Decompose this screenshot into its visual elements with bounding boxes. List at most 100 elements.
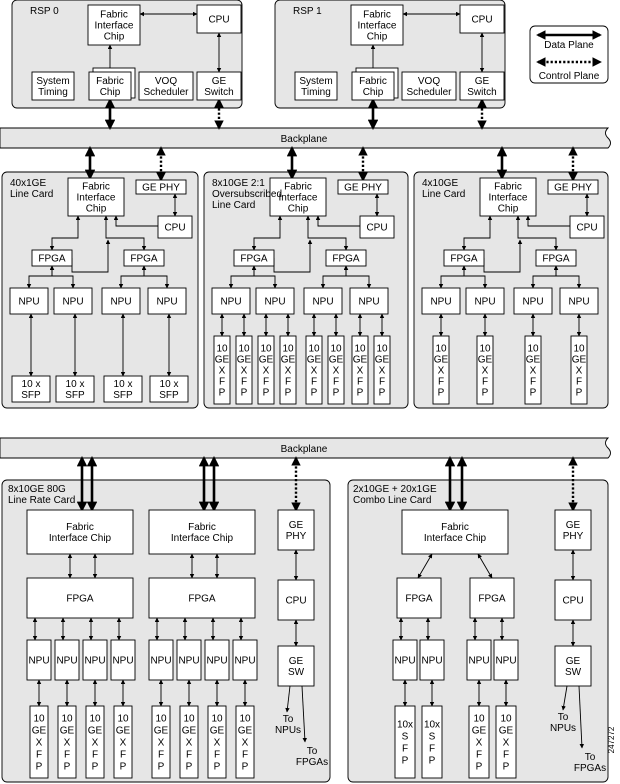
line-card-bottom-1-fpga-1 (469, 577, 515, 619)
line-card-top-1-fabric-interface-chip-label-line: Interface (279, 193, 318, 204)
backplane-top (0, 127, 611, 149)
line-card-bottom-1-fic-fpga-link-1 (477, 553, 493, 579)
line-card-bottom-1-port-0-label-line: F (402, 744, 408, 755)
line-card-top-1-xfp-4-label-line: P (311, 388, 318, 399)
line-card-bottom-0-npu-1-label: NPU (56, 656, 77, 667)
line-card-bottom-1-ge-sw-label-line: SW (565, 667, 582, 678)
line-card-bottom-1-port-2 (468, 705, 490, 779)
line-card-top-1-xfp-5-label-line: GE (329, 355, 344, 366)
line-card-bottom-1-to-fpgas-label-line: To (585, 752, 596, 763)
line-card-top-0-npu-3 (147, 287, 187, 315)
line-card-bottom-0-ge-phy-label-line: PHY (286, 531, 307, 542)
backplane-top-label-line: Backplane (281, 134, 328, 145)
line-card-top-0-npu-0-label: NPU (18, 297, 39, 308)
rsp-0-fabric-chip-label-line: Chip (100, 87, 121, 98)
line-card-bottom-1-npu-1-label-line: NPU (421, 656, 442, 667)
line-card-top-0-npu-3-label: NPU (156, 297, 177, 308)
line-card-bottom-0-xfp-4-label-line: X (158, 738, 165, 749)
line-card-top-1-xfp-2-label-line: X (263, 366, 270, 377)
line-card-bottom-1-npu-1-label: NPU (421, 656, 442, 667)
line-card-bottom-1-port-0-label-line: P (402, 756, 409, 767)
line-card-top-2-xfp-0-label-line: P (438, 388, 445, 399)
line-card-top-1-npu-1-label: NPU (264, 297, 285, 308)
line-card-top-0-fabric-interface-chip (67, 177, 125, 217)
line-card-top-1-xfp-0-label-line: X (219, 366, 226, 377)
line-card-top-1-xfp-1 (235, 335, 253, 405)
line-card-bottom-1-port-1-label-line: F (429, 744, 435, 755)
line-card-top-2-npu-0 (421, 287, 461, 315)
line-card-top-2-xfp-3-label-line: GE (572, 355, 587, 366)
backplane-bottom (0, 437, 611, 459)
rsp-1-fabric-interface-chip-label-line: Interface (358, 21, 397, 32)
line-card-top-1-fic-fpga0-link (251, 215, 283, 251)
line-card-bottom-1-npu-0-label-line: NPU (394, 656, 415, 667)
line-card-top-0-fpga-1-label: FPGA (130, 254, 158, 265)
figure-id: 247272 (607, 726, 616, 753)
line-card-bottom-0-npu-2-label-line: NPU (84, 656, 105, 667)
line-card-top-2-fpga-1 (535, 249, 577, 267)
line-card-bottom-1-cpu (554, 579, 592, 621)
line-card-top-0-cpu (157, 215, 193, 239)
rsp-1-title: RSP 1 (293, 6, 322, 17)
line-card-bottom-0-npu-3 (110, 639, 136, 681)
line-card-bottom-0-xfp-4-label-line: P (158, 762, 165, 773)
line-card-top-1-xfp-6-label-line: GE (353, 355, 368, 366)
line-card-top-0-npu-0-label-line: NPU (18, 297, 39, 308)
line-card-bottom-0-cpu-label: CPU (285, 596, 306, 607)
line-card-bottom-1-port-2-label-line: GE (472, 726, 487, 737)
line-card-bottom-0-xfp-3-label-line: X (120, 738, 127, 749)
line-card-bottom-1-fpga-0-label: FPGA (405, 594, 433, 605)
line-card-bottom-0-xfp-4-label-line: F (158, 750, 164, 761)
line-card-bottom-0-xfp-5-label-line: F (186, 750, 192, 761)
line-card-top-2-fic-fpga0-link (461, 215, 493, 251)
line-card-top-2-cpu-label: CPU (576, 223, 597, 234)
line-card-bottom-1-to-fpgas-arrow (578, 685, 585, 749)
rsp-0-system-timing-label-line: Timing (38, 87, 68, 98)
line-card-bottom-0-xfp-5-label-line: GE (182, 726, 197, 737)
rsp-1-system-timing (294, 71, 338, 101)
line-card-top-2-fpga-npu-link-1 (461, 265, 488, 289)
line-card-top-1-fabric-interface-chip-label-line: Chip (288, 204, 309, 215)
line-card-bottom-0-xfp-1-label-line: F (64, 750, 70, 761)
line-card-bottom-0-xfp-0-label-line: P (36, 762, 43, 773)
line-card-top-2-xfp-3 (570, 335, 588, 405)
line-card-top-1-ge-phy-label: GE PHY (344, 183, 382, 194)
line-card-top-0-npu-2-label-line: NPU (110, 297, 131, 308)
line-card-bottom-0-xfp-1 (57, 705, 77, 779)
backplane-top-label: Backplane (281, 134, 328, 145)
line-card-bottom-1-npu-0 (392, 639, 418, 681)
line-card-top-1-xfp-4 (305, 335, 323, 405)
line-card-bottom-0-title-line: 8x10GE 80G (8, 484, 66, 495)
line-card-top-1-fpga-1-label: FPGA (332, 254, 360, 265)
line-card-top-2-npu-0-label-line: NPU (430, 297, 451, 308)
rsp-0-fabric-interface-chip-label-line: Fabric (100, 10, 128, 21)
line-card-bottom-0-npu-1-label-line: NPU (56, 656, 77, 667)
line-card-bottom-0-npu-7-label-line: NPU (234, 656, 255, 667)
line-card-top-2-xfp-1-label-line: P (482, 388, 489, 399)
line-card-bottom-0-npu-0-label: NPU (28, 656, 49, 667)
line-card-top-0-ge-phy-label: GE PHY (142, 183, 180, 194)
line-card-top-0-npu-1 (53, 287, 93, 315)
line-card-bottom-0-ge-sw-label-line: SW (288, 667, 305, 678)
line-card-bottom-0-ge-phy (277, 509, 315, 551)
backplane-bottom-label-line: Backplane (281, 444, 328, 455)
line-card-top-2-xfp-0-label-line: GE (434, 355, 449, 366)
line-card-bottom-1-port-2-label-line: P (476, 762, 483, 773)
line-card-bottom-0-xfp-6 (207, 705, 227, 779)
line-card-bottom-1-fpga-1-label: FPGA (478, 594, 506, 605)
backplane-bottom-label: Backplane (281, 444, 328, 455)
line-card-top-1-xfp-3 (279, 335, 297, 405)
line-card-bottom-0-npu-2 (82, 639, 108, 681)
